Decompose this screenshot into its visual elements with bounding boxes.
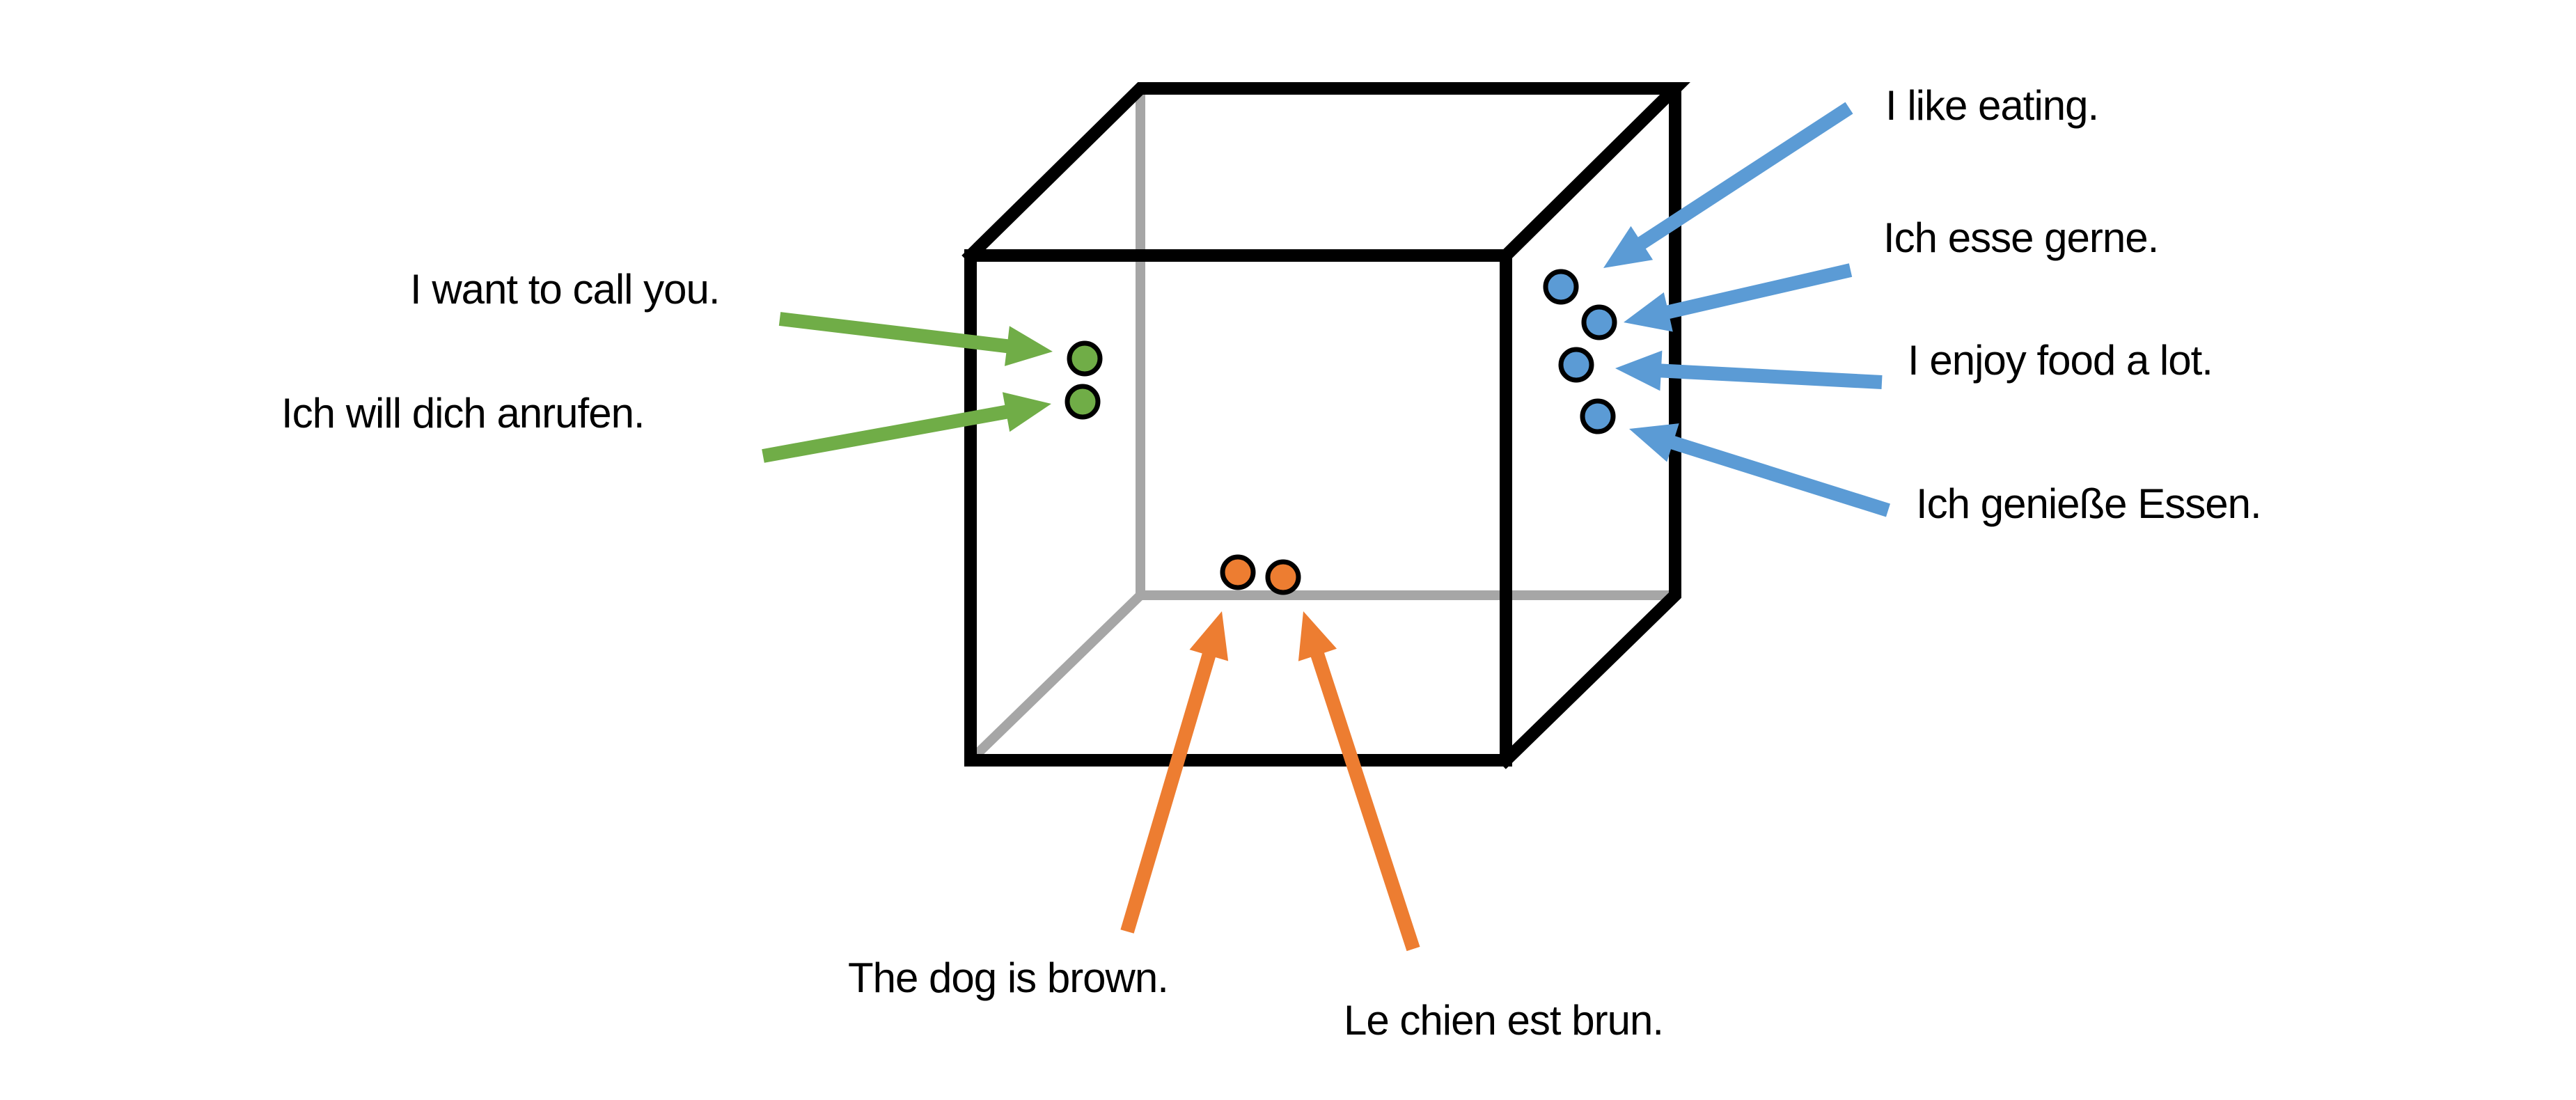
sentence-arrows — [762, 102, 1890, 952]
call-cluster-label: I want to call you. — [410, 266, 720, 313]
eating-cluster-label: I enjoy food a lot. — [1908, 337, 2213, 384]
call-cluster-dot — [1065, 384, 1101, 420]
eating-cluster-dot — [1543, 269, 1579, 305]
eating-cluster-dot — [1581, 304, 1617, 340]
eating-cluster-arrow — [1629, 423, 1890, 517]
dog-cluster-label: Le chien est brun. — [1344, 997, 1663, 1044]
call-cluster-dot — [1067, 340, 1103, 377]
eating-cluster-arrow — [1624, 263, 1853, 332]
sentence-labels: I want to call you. Ich will dich anrufen… — [281, 82, 2262, 1044]
call-cluster-arrow — [778, 312, 1053, 366]
call-cluster-label: Ich will dich anrufen. — [281, 390, 645, 437]
eating-cluster-dot — [1580, 398, 1616, 434]
eating-cluster-dot — [1558, 347, 1594, 383]
call-cluster-arrow — [762, 392, 1051, 463]
eating-cluster-label: Ich genieße Essen. — [1916, 480, 2261, 527]
eating-cluster-label: I like eating. — [1885, 82, 2098, 129]
cube-right-edges — [1497, 82, 1681, 769]
sentence-dots — [1065, 269, 1617, 595]
eating-cluster-arrow — [1615, 350, 1883, 391]
cube-visible-edges — [961, 82, 1690, 769]
eating-cluster-arrow — [1603, 102, 1853, 268]
cube-top-edges — [961, 82, 1690, 265]
dog-cluster-arrow — [1298, 611, 1420, 952]
dog-cluster-label: The dog is brown. — [848, 954, 1168, 1001]
dog-cluster-dot — [1220, 554, 1256, 590]
dog-cluster-arrow — [1120, 611, 1229, 934]
dog-cluster-dot — [1265, 559, 1301, 595]
eating-cluster-label: Ich esse gerne. — [1883, 214, 2158, 261]
cube-front-face — [964, 249, 1512, 767]
